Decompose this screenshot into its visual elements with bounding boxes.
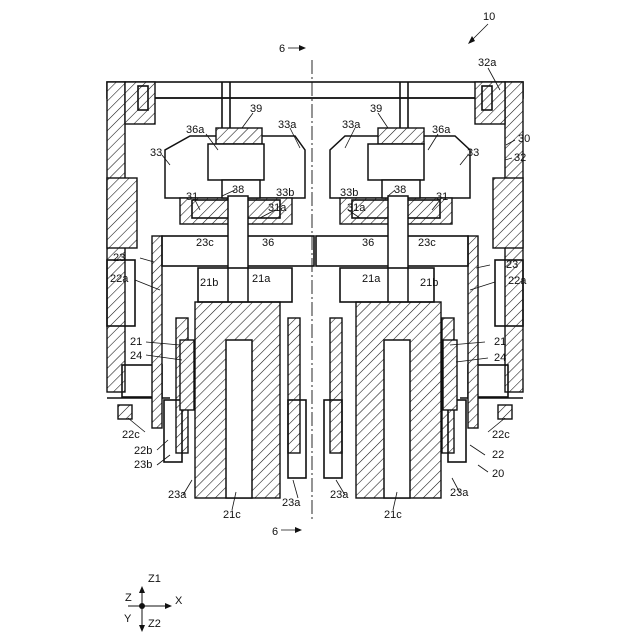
label-22: 22 — [492, 449, 504, 461]
label-23c-left: 23c — [196, 237, 214, 249]
label-33a-left: 33a — [278, 119, 297, 131]
label-21b-right: 21b — [420, 277, 438, 289]
label-33a-right: 33a — [342, 119, 361, 131]
outer-housing-30 — [107, 82, 523, 419]
label-32: 32 — [514, 152, 526, 164]
label-23a-2: 23a — [282, 497, 301, 509]
label-21c-left: 21c — [223, 509, 241, 521]
axis-z: Z — [125, 592, 132, 604]
label-22c-right: 22c — [492, 429, 510, 441]
label-39-left: 39 — [250, 103, 262, 115]
label-21a-right: 21a — [362, 273, 381, 285]
label-22c-left: 22c — [122, 429, 140, 441]
label-33b-left: 33b — [276, 187, 294, 199]
label-21-left: 21 — [130, 336, 142, 348]
label-36a-right: 36a — [432, 124, 451, 136]
label-33-left: 33 — [150, 147, 162, 159]
axis-z2: Z2 — [148, 618, 161, 630]
axis-z1: Z1 — [148, 573, 161, 585]
section-mark-top: 6 — [279, 43, 285, 55]
figure-arrow-head — [468, 36, 475, 44]
axis-x: X — [175, 595, 183, 607]
label-23a-1: 23a — [168, 489, 187, 501]
label-23-right: 23 — [506, 259, 518, 271]
label-31-right: 31 — [436, 191, 448, 203]
label-23-left: 23 — [113, 252, 125, 264]
label-32a: 32a — [478, 57, 497, 69]
figure-number: 10 — [483, 11, 495, 23]
label-33b-right: 33b — [340, 187, 358, 199]
section-mark-bottom: 6 — [272, 526, 278, 538]
label-23a-3: 23a — [330, 489, 349, 501]
label-21c-right: 21c — [384, 509, 402, 521]
label-33-right: 33 — [467, 147, 479, 159]
label-31a-left: 31a — [268, 202, 287, 214]
label-36-right: 36 — [362, 237, 374, 249]
section-arrow-top-head — [299, 45, 306, 51]
label-38-left: 38 — [232, 184, 244, 196]
label-23b: 23b — [134, 459, 152, 471]
label-21a-left: 21a — [252, 273, 271, 285]
right-spring-24 — [443, 340, 457, 410]
label-24-left: 24 — [130, 350, 142, 362]
label-36-left: 36 — [262, 237, 274, 249]
left-spring-24 — [180, 340, 194, 410]
label-30: 30 — [518, 133, 530, 145]
label-39-right: 39 — [370, 103, 382, 115]
label-24-right: 24 — [494, 352, 506, 364]
label-20: 20 — [492, 468, 504, 480]
label-36a-left: 36a — [186, 124, 205, 136]
label-22a-left: 22a — [110, 273, 129, 285]
label-21b-left: 21b — [200, 277, 218, 289]
section-arrow-bottom-head — [295, 527, 302, 533]
label-31-left: 31 — [186, 191, 198, 203]
axis-y: Y — [124, 613, 132, 625]
label-21-right: 21 — [494, 336, 506, 348]
label-22a-right: 22a — [508, 275, 527, 287]
label-23c-right: 23c — [418, 237, 436, 249]
label-38-right: 38 — [394, 184, 406, 196]
label-31a-right: 31a — [347, 202, 366, 214]
label-22b: 22b — [134, 445, 152, 457]
label-23a-4: 23a — [450, 487, 469, 499]
